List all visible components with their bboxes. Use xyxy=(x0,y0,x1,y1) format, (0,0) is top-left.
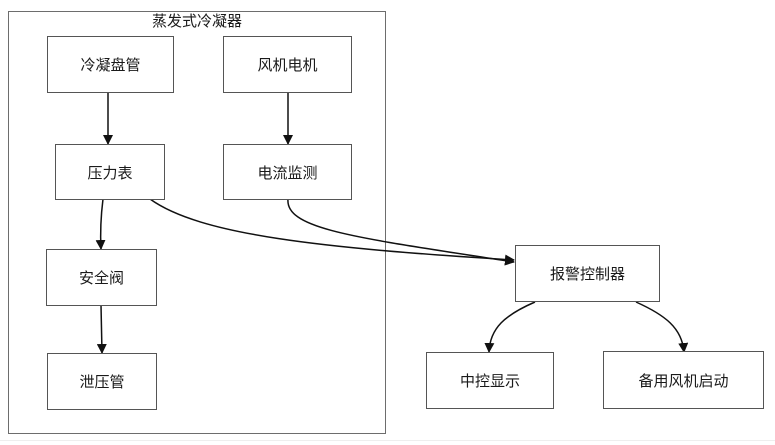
divider xyxy=(0,440,775,441)
node-alarm-controller[interactable]: 报警控制器 xyxy=(515,245,660,302)
node-label: 备用风机启动 xyxy=(638,371,729,390)
group-title: 蒸发式冷凝器 xyxy=(151,12,242,30)
node-label: 泄压管 xyxy=(79,373,125,391)
node-label: 压力表 xyxy=(87,163,133,182)
node-current-monitor[interactable]: 电流监测 xyxy=(223,144,352,200)
node-label: 中控显示 xyxy=(459,372,520,390)
edge-alarm-to-display xyxy=(484,301,536,353)
node-backup-fan-start[interactable]: 备用风机启动 xyxy=(603,351,764,409)
edge-alarm-to-backup xyxy=(635,301,689,353)
node-pressure-gauge[interactable]: 压力表 xyxy=(55,144,165,200)
node-condenser-coil[interactable]: 冷凝盘管 xyxy=(47,36,174,93)
node-label: 风机电机 xyxy=(257,56,318,74)
node-safety-valve[interactable]: 安全阀 xyxy=(46,249,157,306)
node-label: 电流监测 xyxy=(257,163,318,182)
node-relief-pipe[interactable]: 泄压管 xyxy=(47,353,157,410)
node-fan-motor[interactable]: 风机电机 xyxy=(223,36,352,93)
node-label: 安全阀 xyxy=(78,269,124,287)
node-label: 报警控制器 xyxy=(549,265,625,283)
node-central-display[interactable]: 中控显示 xyxy=(426,352,554,409)
node-label: 冷凝盘管 xyxy=(80,56,141,74)
